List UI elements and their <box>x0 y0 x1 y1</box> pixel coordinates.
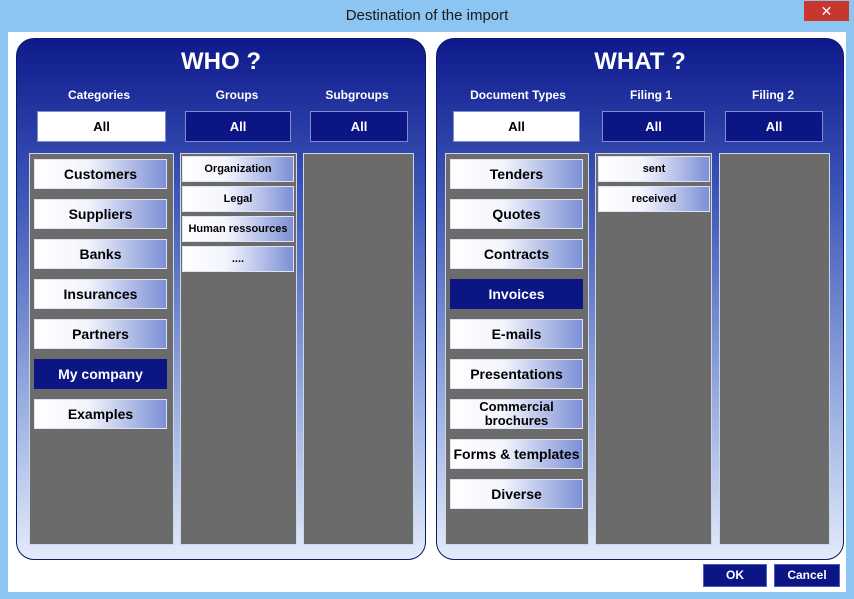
doctype-invoices[interactable]: Invoices <box>450 279 583 309</box>
group-organization[interactable]: Organization <box>182 156 294 182</box>
title-bar: Destination of the import ✕ <box>0 0 854 32</box>
who-title: WHO ? <box>181 48 261 75</box>
filing1-filter[interactable]: All <box>602 111 705 142</box>
doctype-emails[interactable]: E-mails <box>450 319 583 349</box>
what-title: WHAT ? <box>594 48 686 75</box>
groups-filter[interactable]: All <box>185 111 291 142</box>
category-examples[interactable]: Examples <box>34 399 167 429</box>
close-button[interactable]: ✕ <box>804 1 849 21</box>
document-types-filter[interactable]: All <box>453 111 580 142</box>
categories-filter[interactable]: All <box>37 111 166 142</box>
group-human-ressources[interactable]: Human ressources <box>182 216 294 242</box>
category-customers[interactable]: Customers <box>34 159 167 189</box>
close-icon: ✕ <box>820 3 833 19</box>
doctype-tenders[interactable]: Tenders <box>450 159 583 189</box>
category-my-company[interactable]: My company <box>34 359 167 389</box>
doctype-commercial-brochures[interactable]: Commercial brochures <box>450 399 583 429</box>
filing2-list <box>719 153 830 545</box>
filing1-sent[interactable]: sent <box>598 156 710 182</box>
categories-header: Categories <box>67 88 131 102</box>
subgroups-filter[interactable]: All <box>310 111 408 142</box>
filing2-filter[interactable]: All <box>725 111 823 142</box>
group-more[interactable]: .... <box>182 246 294 272</box>
filing1-received[interactable]: received <box>598 186 710 212</box>
category-banks[interactable]: Banks <box>34 239 167 269</box>
what-panel: WHAT ? Document Types Filing 1 Filing 2 … <box>436 38 844 560</box>
ok-button[interactable]: OK <box>703 564 767 587</box>
filing2-header: Filing 2 <box>752 88 794 102</box>
who-panel: WHO ? Categories Groups Subgroups All Al… <box>16 38 426 560</box>
window-title: Destination of the import <box>345 7 509 24</box>
document-types-header: Document Types <box>470 88 566 102</box>
doctype-contracts[interactable]: Contracts <box>450 239 583 269</box>
doctype-quotes[interactable]: Quotes <box>450 199 583 229</box>
subgroups-header: Subgroups <box>325 88 389 102</box>
doctype-presentations[interactable]: Presentations <box>450 359 583 389</box>
subgroups-list <box>303 153 414 545</box>
group-legal[interactable]: Legal <box>182 186 294 212</box>
doctype-forms-templates[interactable]: Forms & templates <box>450 439 583 469</box>
category-suppliers[interactable]: Suppliers <box>34 199 167 229</box>
filing1-list <box>595 153 712 545</box>
cancel-button[interactable]: Cancel <box>774 564 840 587</box>
category-partners[interactable]: Partners <box>34 319 167 349</box>
doctype-diverse[interactable]: Diverse <box>450 479 583 509</box>
category-insurances[interactable]: Insurances <box>34 279 167 309</box>
filing1-header: Filing 1 <box>630 88 672 102</box>
groups-header: Groups <box>215 88 259 102</box>
dialog-body: WHO ? Categories Groups Subgroups All Al… <box>8 32 846 592</box>
